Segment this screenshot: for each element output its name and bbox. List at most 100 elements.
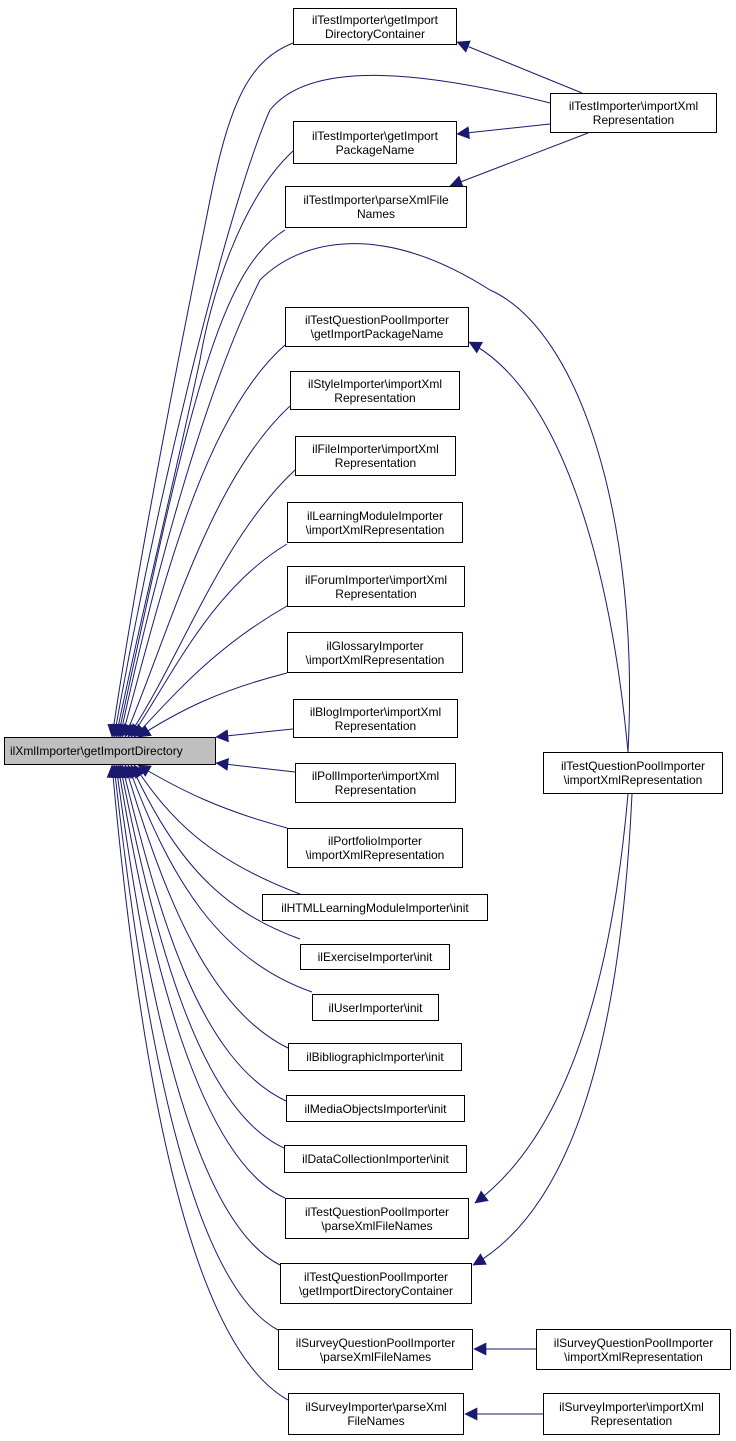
node-label-line-1: ilPollImporter\importXml [311, 769, 440, 783]
node-label-line-2: \getImportPackageName [310, 327, 444, 341]
edge-t-import-to-t-getdir [456, 40, 583, 94]
node-style-importer-import-xml-representation[interactable]: ilStyleImporter\importXml Representation [290, 371, 460, 410]
node-label-line-2: \importXmlRepresentation [305, 652, 445, 667]
node-label-line-2: Representation [334, 390, 416, 405]
edge-t-import-to-t-parse [449, 132, 589, 188]
node-label-line-2: \parseXmlFileNames [319, 1349, 432, 1364]
edge-file-to-root [127, 469, 296, 738]
node-label-line-1: ilStyleImporter\importXml [307, 376, 443, 391]
edge-t-import-to-root [109, 74, 551, 738]
node-data-collection-importer-init[interactable]: ilDataCollectionImporter\init [284, 1145, 467, 1173]
node-label-line-1: ilBlogImporter\importXml [309, 704, 442, 719]
node-label-line-2: Names [356, 207, 395, 221]
node-html-learning-module-importer-init[interactable]: ilHTMLLearningModuleImporter\init [262, 894, 488, 921]
node-label-line-2: Representation [334, 456, 417, 470]
edge-t-getdir-to-root [107, 42, 294, 738]
node-test-importer-parse-xml-file-names[interactable]: ilTestImporter\parseXmlFile Names [285, 186, 467, 228]
node-file-importer-import-xml-representation[interactable]: ilFileImporter\importXml Representation [295, 436, 456, 476]
node-label-line-2: DirectoryContainer [324, 26, 426, 41]
node-label-line-2: \importXmlRepresentation [305, 522, 445, 537]
node-label-line-2: Representation [334, 718, 417, 733]
node-label-line-1: ilTestQuestionPoolImporter [304, 1204, 450, 1219]
node-label: ilUserImporter\init [328, 1000, 423, 1015]
node-bibliographic-importer-init[interactable]: ilBibliographicImporter\init [288, 1043, 462, 1071]
node-learning-module-importer-import-xml-representation[interactable]: ilLearningModuleImporter \importXmlRepre… [287, 502, 463, 543]
edge-mob-to-root [118, 764, 287, 1102]
node-label: ilDataCollectionImporter\init [302, 1152, 449, 1166]
edge-lm-to-root [130, 543, 288, 738]
node-label-line-1: ilForumImporter\importXml [304, 572, 448, 587]
node-label-line-1: ilFileImporter\importXml [312, 442, 439, 456]
node-label-line-2: Representation [592, 113, 675, 127]
edge-blog-to-root [215, 728, 294, 743]
node-label: ilExerciseImporter\init [317, 950, 433, 964]
node-portfolio-importer-import-xml-representation[interactable]: ilPortfolioImporter \importXmlRepresenta… [287, 828, 463, 868]
node-media-objects-importer-init[interactable]: ilMediaObjectsImporter\init [286, 1095, 465, 1122]
edge-tqp-getdir-to-root [111, 764, 281, 1266]
node-label-line-1: ilTestImporter\getImport [311, 128, 439, 143]
node-label-line-2: Representation [590, 1414, 673, 1428]
node-label: ilXmlImporter\getImportDirectory [10, 744, 183, 758]
node-label-line-2: \importXmlRepresentation [563, 773, 703, 787]
node-test-importer-get-import-package-name[interactable]: ilTestImporter\getImport PackageName [293, 121, 457, 164]
node-blog-importer-import-xml-representation[interactable]: ilBlogImporter\importXml Representation [293, 699, 458, 738]
node-label-line-1: ilTestQuestionPoolImporter [303, 1269, 449, 1284]
node-survey-question-pool-importer-import-xml-representation[interactable]: ilSurveyQuestionPoolImporter \importXmlR… [536, 1329, 731, 1370]
node-label-line-2: \parseXmlFileNames [321, 1218, 433, 1233]
edge-dcl-to-root [116, 764, 285, 1149]
node-forum-importer-import-xml-representation[interactable]: ilForumImporter\importXml Representation [287, 566, 465, 607]
node-test-question-pool-importer-parse-xml-file-names[interactable]: ilTestQuestionPoolImporter \parseXmlFile… [285, 1198, 469, 1239]
edge-portfolio-to-root [137, 764, 288, 829]
node-survey-question-pool-importer-parse-xml-file-names[interactable]: ilSurveyQuestionPoolImporter \parseXmlFi… [278, 1329, 473, 1370]
node-root-xml-importer-get-import-directory[interactable]: ilXmlImporter\getImportDirectory [4, 737, 216, 765]
node-label-line-1: ilSurveyImporter\parseXml [305, 1400, 447, 1414]
node-label-line-1: ilGlossaryImporter [326, 638, 424, 653]
edge-exercise-to-root [130, 764, 301, 940]
node-label-line-2: Representation [335, 586, 417, 601]
node-test-importer-get-import-directory-container[interactable]: ilTestImporter\getImport DirectoryContai… [293, 8, 457, 45]
node-label-line-2: Representation [334, 783, 417, 797]
node-user-importer-init[interactable]: ilUserImporter\init [312, 994, 439, 1021]
edge-tqp-import-to-tqp-parse [474, 793, 629, 1204]
edge-gloss-to-root [137, 672, 288, 738]
edge-t-parse-to-root [114, 229, 286, 738]
node-test-importer-import-xml-representation[interactable]: ilTestImporter\importXml Representation [550, 93, 717, 133]
edge-forum-to-root [133, 605, 288, 738]
edge-t-pkg-to-root [112, 150, 294, 738]
node-label-line-1: ilSurveyQuestionPoolImporter [553, 1335, 714, 1350]
edge-tqp-pkg-to-root [119, 344, 286, 738]
edge-tqp-import-to-root [116, 243, 631, 753]
node-label-line-1: ilTestImporter\parseXmlFile [303, 193, 449, 207]
edge-tqp-parse-to-root [113, 764, 286, 1199]
node-label-line-1: ilLearningModuleImporter [306, 508, 444, 523]
node-survey-importer-import-xml-representation[interactable]: ilSurveyImporter\importXml Representatio… [543, 1393, 720, 1435]
edge-sqp-parse-to-root [108, 764, 279, 1331]
node-label: ilHTMLLearningModuleImporter\init [281, 900, 469, 915]
node-label: ilMediaObjectsImporter\init [304, 1101, 447, 1116]
node-label-line-2: \importXmlRepresentation [305, 848, 445, 862]
node-label-line-1: ilTestImporter\getImport [311, 12, 439, 27]
node-label-line-2: PackageName [335, 142, 415, 157]
node-label-line-1: ilSurveyImporter\importXml [559, 1400, 704, 1414]
edge-tqp-import-to-tqp-pkg [468, 341, 629, 753]
edge-tqp-import-to-tqp-getdir [472, 793, 633, 1266]
edge-biblio-to-root [122, 764, 289, 1049]
node-glossary-importer-import-xml-representation[interactable]: ilGlossaryImporter \importXmlRepresentat… [287, 632, 463, 673]
node-test-question-pool-importer-import-xml-representation[interactable]: ilTestQuestionPoolImporter \importXmlRep… [543, 752, 723, 794]
edge-svy-parse-to-root [106, 764, 289, 1401]
node-test-question-pool-importer-get-import-package-name[interactable]: ilTestQuestionPoolImporter \getImportPac… [285, 307, 469, 347]
edge-htlm-to-root [133, 764, 301, 895]
node-label: ilBibliographicImporter\init [306, 1050, 444, 1064]
node-poll-importer-import-xml-representation[interactable]: ilPollImporter\importXml Representation [295, 763, 456, 803]
node-survey-importer-parse-xml-file-names[interactable]: ilSurveyImporter\parseXml FileNames [288, 1393, 464, 1435]
node-label-line-1: ilTestImporter\importXml [568, 99, 699, 113]
edge-t-import-to-t-pkg [456, 123, 551, 140]
node-exercise-importer-init[interactable]: ilExerciseImporter\init [300, 944, 450, 970]
node-test-question-pool-importer-get-import-directory-container[interactable]: ilTestQuestionPoolImporter \getImportDir… [280, 1263, 472, 1304]
node-label-line-1: ilTestQuestionPoolImporter [304, 313, 450, 327]
node-label-line-1: ilTestQuestionPoolImporter [560, 759, 706, 773]
node-label-line-1: ilPortfolioImporter [327, 834, 423, 848]
node-label-line-2: \importXmlRepresentation [564, 1349, 703, 1364]
edge-poll-to-root [215, 757, 296, 773]
